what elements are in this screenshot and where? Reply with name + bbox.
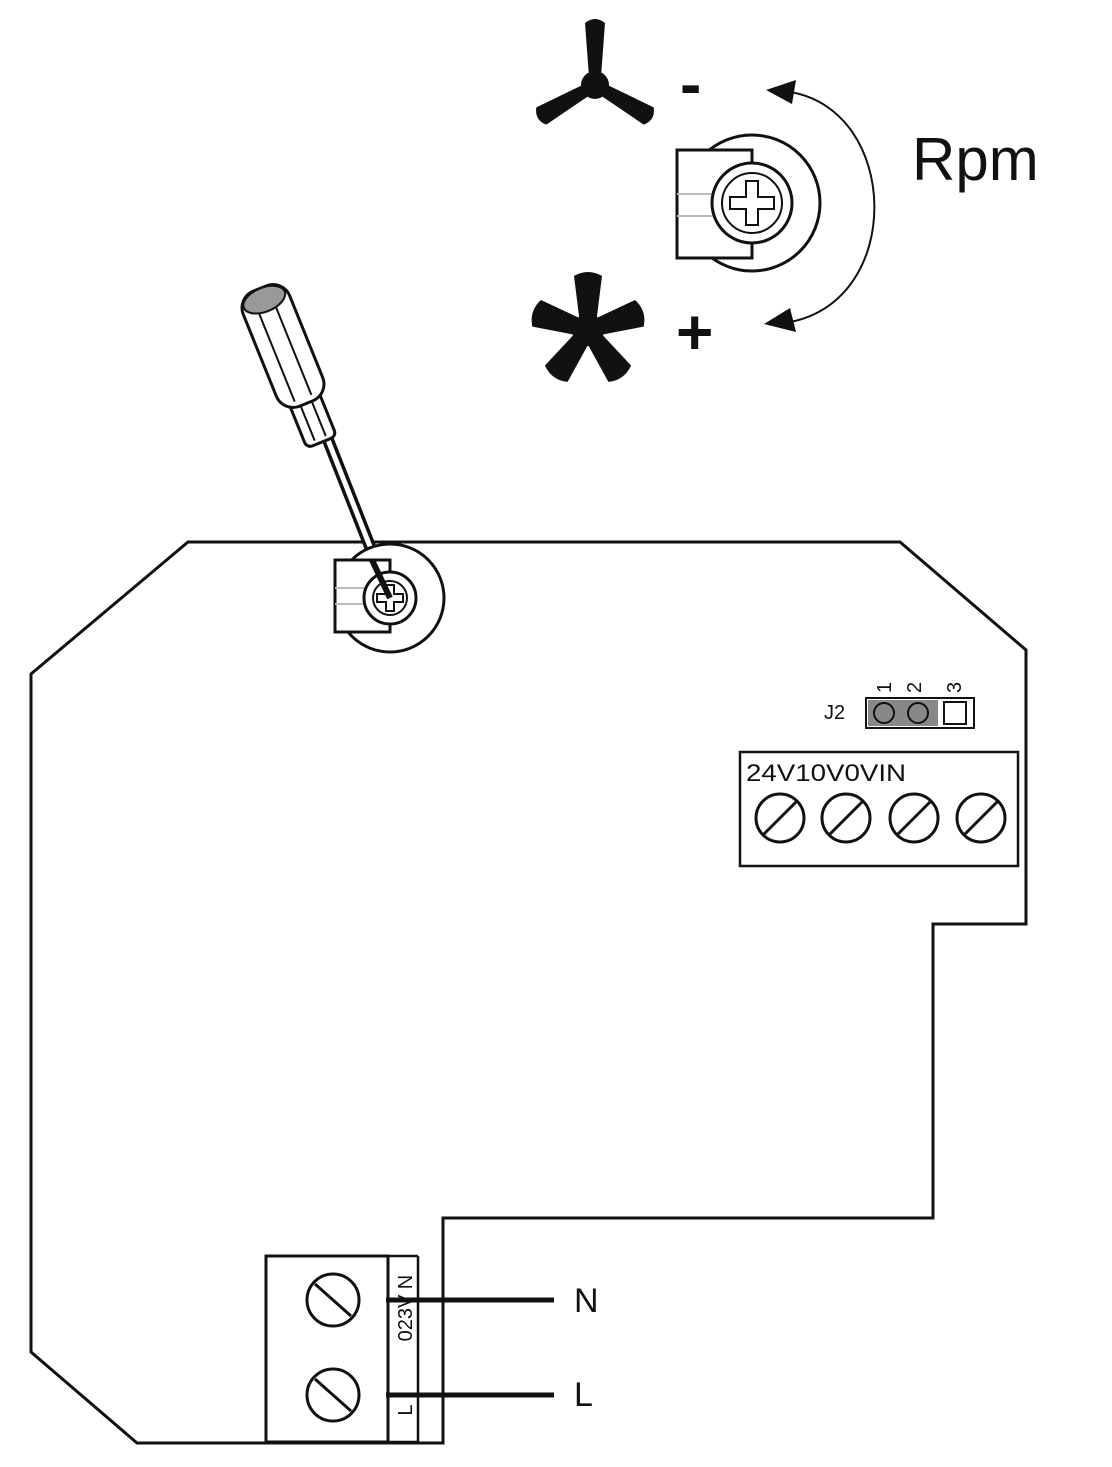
jumper-name: J2: [824, 702, 845, 724]
rotation-arrow: [764, 80, 876, 332]
arrowhead-down-icon: [764, 308, 796, 332]
terminal-screw-icon[interactable]: [305, 1367, 361, 1423]
minus-sign: -: [680, 48, 701, 120]
arrowhead-up-icon: [766, 80, 796, 104]
potentiometer-board[interactable]: [333, 542, 446, 654]
signal-terminal-block: 24V10V0VIN: [738, 750, 1020, 868]
jumper-pin-2-label: 2: [904, 682, 926, 693]
plus-sign: +: [676, 296, 713, 368]
screw-cross-icon: [729, 180, 775, 226]
mains-label-voltage: 023V: [395, 1294, 417, 1341]
fan-high-speed-icon: [531, 272, 645, 382]
screwdriver-icon: [240, 283, 390, 588]
jumper-pin-3-label: 3: [944, 682, 966, 693]
rpm-label: Rpm: [912, 126, 1039, 193]
mains-label-n: N: [395, 1275, 417, 1289]
potentiometer-large: [675, 133, 822, 273]
mains-label-l: L: [395, 1404, 417, 1415]
speed-adjust-detail: - + Rpm: [531, 19, 1039, 382]
terminal-screw-icon[interactable]: [305, 1272, 361, 1328]
jumper-pin-1-label: 1: [874, 682, 896, 693]
terminal-screw-icon[interactable]: [955, 792, 1007, 844]
terminal-screw-icon[interactable]: [888, 792, 940, 844]
fan-low-speed-icon: [536, 19, 654, 125]
jumper-j2[interactable]: J2 1 2 3: [824, 682, 975, 729]
wire-label-l: L: [574, 1376, 593, 1414]
terminal-screw-icon[interactable]: [754, 792, 806, 844]
circuit-board: [29, 540, 1028, 1445]
supply-wires: N L: [386, 1282, 599, 1414]
wire-label-n: N: [574, 1282, 599, 1320]
jumper-pin-1: [873, 702, 895, 724]
jumper-pin-2: [907, 702, 929, 724]
terminal-screw-icon[interactable]: [820, 792, 872, 844]
jumper-pin-3: [943, 701, 967, 725]
signal-terminal-label: 24V10V0VIN: [746, 760, 906, 787]
mains-terminal-block: N 023V L: [264, 1254, 420, 1444]
